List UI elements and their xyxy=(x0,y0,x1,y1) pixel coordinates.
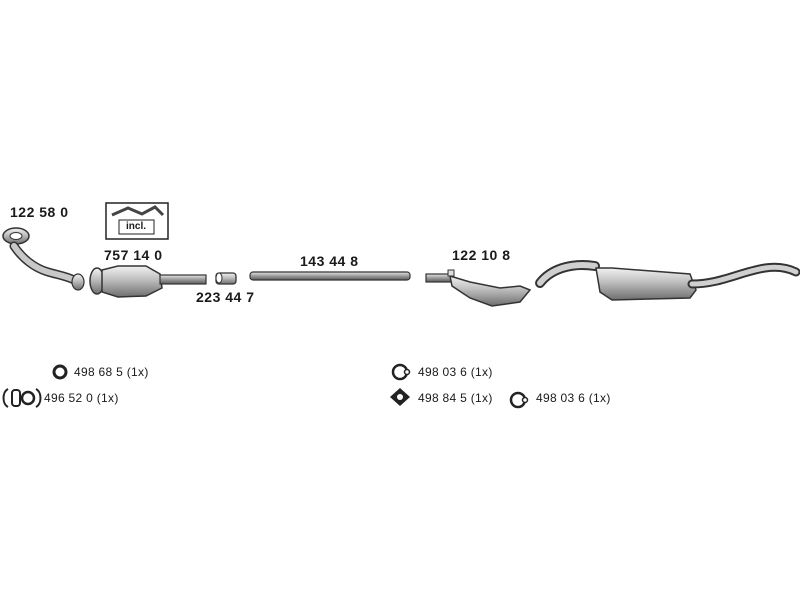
clamp-icon xyxy=(2,388,42,408)
gasket-ring-icon xyxy=(52,364,68,380)
incl-label: incl. xyxy=(126,221,147,232)
rubber-mount-icon xyxy=(390,388,410,406)
part-number-middle-silencer: 122 10 8 xyxy=(452,247,511,263)
connector-pipe-part[interactable] xyxy=(215,272,237,285)
accessory-rubber-mount: 498 84 5 (1x) xyxy=(418,391,493,405)
accessory-gasket-ring: 498 68 5 (1x) xyxy=(74,365,149,379)
accessory-rubber-ring-b: 498 03 6 (1x) xyxy=(536,391,611,405)
middle-silencer-part[interactable] xyxy=(425,269,532,307)
rear-silencer-part[interactable] xyxy=(535,260,800,301)
rubber-ring-icon xyxy=(509,391,529,409)
catalytic-converter-part[interactable] xyxy=(89,265,207,298)
part-number-front-pipe: 122 58 0 xyxy=(10,204,69,220)
part-number-catalytic-converter: 757 14 0 xyxy=(104,247,163,263)
accessory-clamp-set: 496 52 0 (1x) xyxy=(44,391,119,405)
rubber-ring-icon xyxy=(391,363,411,381)
part-number-middle-pipe: 143 44 8 xyxy=(300,253,359,269)
part-number-connector-pipe: 223 44 7 xyxy=(196,289,255,305)
middle-pipe-part[interactable] xyxy=(249,271,411,281)
accessory-rubber-ring-a: 498 03 6 (1x) xyxy=(418,365,493,379)
incl-parts-box xyxy=(105,202,169,240)
front-pipe-part[interactable] xyxy=(2,227,85,291)
